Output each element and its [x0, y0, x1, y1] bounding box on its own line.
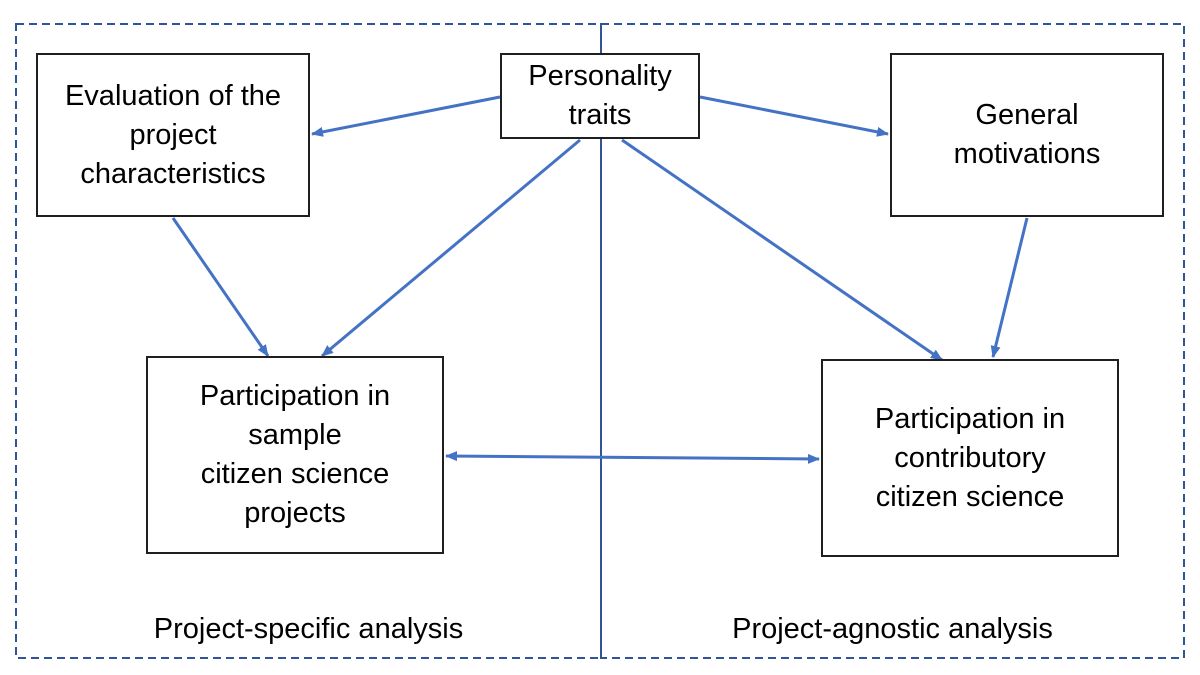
evaluation-node: Evaluation of the project characteristic… [36, 53, 310, 217]
participation-sample-node: Participation in sample citizen science … [146, 356, 444, 554]
arrow-participation_sample-to-participation_contributory [445, 451, 820, 464]
arrow-personality-to-participation_sample [321, 138, 581, 358]
arrow-motivations-to-participation_contributory [990, 217, 1029, 358]
arrow-personality-to-evaluation [311, 95, 501, 137]
general-motivations-node: General motivations [890, 53, 1164, 217]
participation-contributory-node: Participation in contributory citizen sc… [821, 359, 1119, 557]
left-region-frame [15, 23, 602, 659]
edges-layer [171, 95, 1029, 464]
arrow-personality-to-motivations [699, 95, 889, 137]
arrow-personality-to-participation_contributory [621, 138, 943, 362]
right-region-frame [600, 23, 1185, 659]
personality-traits-node: Personality traits [500, 53, 700, 139]
project-specific-label: Project-specific analysis [153, 613, 464, 645]
arrow-evaluation-to-participation_sample [171, 217, 270, 357]
project-agnostic-label: Project-agnostic analysis [732, 613, 1053, 645]
